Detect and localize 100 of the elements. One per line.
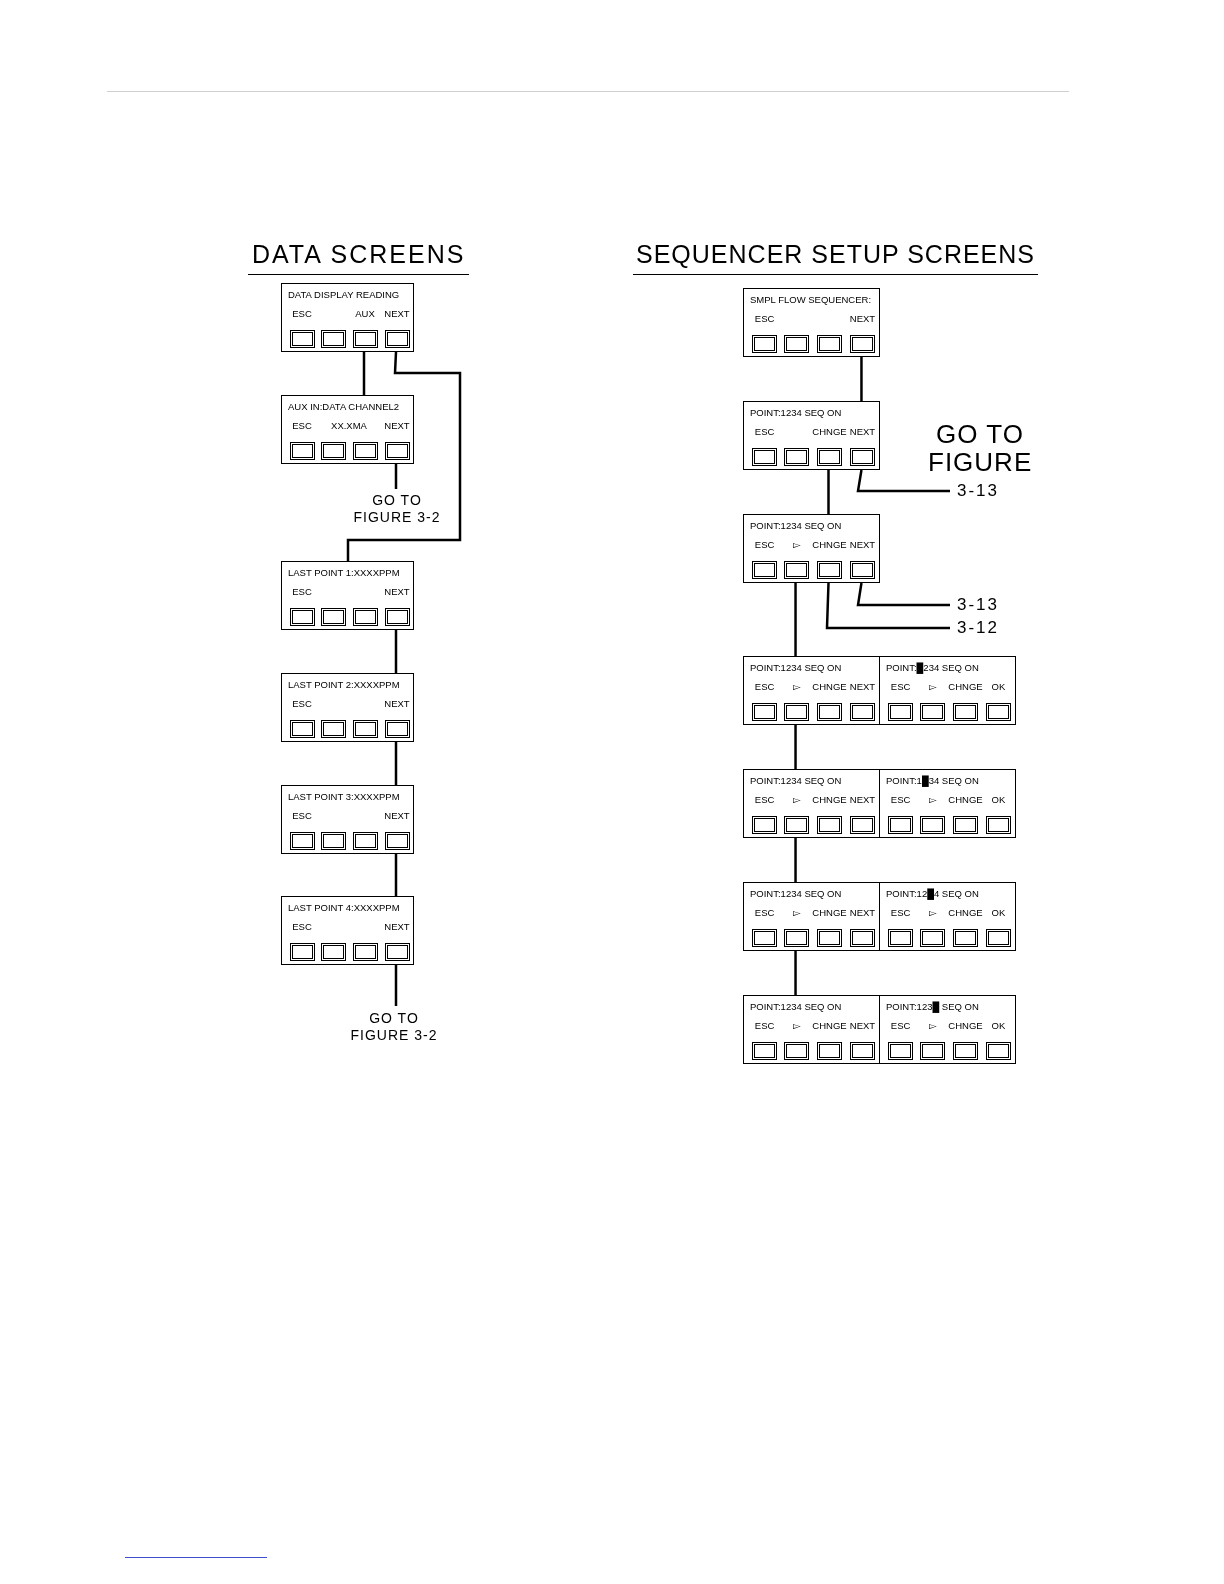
softkey-label: CHNGE [812,1020,847,1032]
softkey-label: NEXT [849,794,876,806]
display-text: POINT:123█ SEQ ON [886,1001,979,1013]
softkey-label: AUX [355,308,375,320]
softkey-label: NEXT [849,539,876,551]
display-screen [879,769,1016,838]
display-screen [281,561,414,630]
softkey-label: ESC [292,810,312,822]
softkey-label: NEXT [849,313,876,325]
softkey-label: ESC [292,921,312,933]
figure-reference: GO TO FIGURE 3-2 [349,1010,439,1044]
display-text: LAST POINT 1:XXXXPPM [288,567,400,579]
connector-line [394,854,398,896]
softkey-label: ESC [754,426,775,438]
softkey-label: ESC [292,698,312,710]
display-screen [743,288,880,357]
display-screen [743,514,880,583]
softkey-label: ▻ [792,681,801,693]
softkey-label: ESC [754,1020,775,1032]
softkey-label: ESC [292,586,312,598]
softkey-label: ESC [292,420,312,432]
softkey-label: ESC [754,907,775,919]
softkey-label: NEXT [849,907,876,919]
display-screen [281,283,414,352]
display-screen [743,401,880,470]
softkey-label: ▻ [928,794,937,806]
connector-line [346,351,462,561]
display-screen [743,656,880,725]
connector-line [362,352,366,395]
softkey-label: ESC [754,313,775,325]
connector-line [860,357,863,401]
display-text: POINT:1234 SEQ ON [750,888,842,900]
connector-line [794,838,797,882]
softkey-label: ESC [754,681,775,693]
display-text: POINT:1234 SEQ ON [750,407,842,419]
softkey-label: ▻ [928,681,937,693]
display-text: POINT:1234 SEQ ON [750,662,842,674]
softkey-label: ESC [890,907,911,919]
softkey-label: ESC [292,308,312,320]
softkey-label: CHNGE [948,681,983,693]
connector-line [856,469,950,493]
softkey-label: OK [991,681,1006,693]
display-text: POINT:12█4 SEQ ON [886,888,979,900]
softkey-label: ▻ [792,907,801,919]
connector-line [394,742,398,785]
connector-line [794,583,797,656]
display-screen [879,882,1016,951]
softkey-label: CHNGE [812,426,847,438]
figure-number: 3-13 [957,595,999,615]
softkey-label: CHNGE [948,907,983,919]
display-screen [281,785,414,854]
softkey-label: NEXT [384,586,410,598]
connector-line [856,582,950,607]
display-text: POINT:1234 SEQ ON [750,775,842,787]
softkey-label: ESC [754,539,775,551]
connector-line [794,725,797,769]
connector-line [825,582,950,630]
softkey-label: ▻ [792,539,801,551]
softkey-label: CHNGE [812,794,847,806]
figure-reference: GO TO FIGURE [928,420,1032,476]
figure-number: 3-13 [957,481,999,501]
softkey-label: OK [991,1020,1006,1032]
softkey-label: CHNGE [812,539,847,551]
softkey-label: CHNGE [948,1020,983,1032]
softkey-label: ▻ [792,1020,801,1032]
display-screen [743,882,880,951]
softkey-label: CHNGE [812,681,847,693]
softkey-label: NEXT [384,420,410,432]
softkey-label: ESC [754,794,775,806]
softkey-label: CHNGE [812,907,847,919]
softkey-label: NEXT [384,810,410,822]
figure-number: 3-12 [957,618,999,638]
softkey-label: ▻ [928,907,937,919]
display-screen [281,673,414,742]
connector-line [394,464,398,489]
display-text: AUX IN:DATA CHANNEL2 [288,401,400,413]
softkey-label: OK [991,907,1006,919]
softkey-label: OK [991,794,1006,806]
softkey-label: NEXT [384,698,410,710]
connector-line [827,470,830,514]
softkey-label: CHNGE [948,794,983,806]
display-screen [743,995,880,1064]
softkey-label: ▻ [792,794,801,806]
display-text: POINT:1█34 SEQ ON [886,775,979,787]
display-screen [879,995,1016,1064]
display-screen [281,896,414,965]
display-text: POINT:1234 SEQ ON [750,520,842,532]
connector-line [394,630,398,673]
connector-line [394,965,398,1006]
softkey-label: NEXT [849,681,876,693]
section-heading: DATA SCREENS [248,236,470,275]
display-text: SMPL FLOW SEQUENCER: [750,294,872,306]
softkey-label: ESC [890,681,911,693]
softkey-label: NEXT [384,308,410,320]
display-text: POINT:█234 SEQ ON [886,662,979,674]
softkey-label: NEXT [849,1020,876,1032]
display-text: LAST POINT 3:XXXXPPM [288,791,400,803]
softkey-label: NEXT [849,426,876,438]
display-text: LAST POINT 4:XXXXPPM [288,902,400,914]
display-text: LAST POINT 2:XXXXPPM [288,679,400,691]
